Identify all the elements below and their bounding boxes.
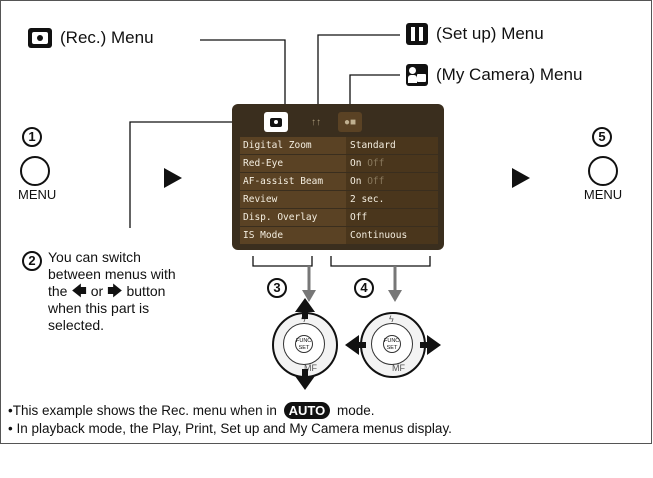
rec-camera-icon [28, 28, 52, 48]
rec-menu-label: (Rec.) Menu [28, 28, 154, 48]
menu-row[interactable]: IS Mode Continuous [240, 227, 438, 244]
diagram-frame [0, 0, 652, 444]
step-1-number: 1 [22, 127, 42, 147]
step-3-number: 3 [267, 278, 287, 298]
menu-row[interactable]: Red-Eye On Off [240, 155, 438, 172]
setup-tab-icon[interactable]: ↑↑ [311, 116, 321, 128]
step-4-number: 4 [354, 278, 374, 298]
menu-button-icon [588, 156, 618, 186]
rec-tab-icon[interactable] [264, 112, 288, 132]
footer-note-1: •This example shows the Rec. menu when i… [8, 402, 375, 419]
menu-button-step1[interactable]: MENU [18, 156, 56, 202]
setup-leader [317, 34, 400, 112]
left-arrow-icon: 🡄 [71, 283, 87, 300]
menu-button-step5[interactable]: MENU [583, 156, 623, 202]
step-2-note: You can switch between menus with the 🡄 … [48, 249, 176, 333]
control-dial-leftright[interactable]: FUNC. SET ϟ MF [360, 312, 426, 378]
footer-note-2: • In playback mode, the Play, Print, Set… [8, 421, 452, 436]
auto-mode-badge: AUTO [283, 402, 331, 419]
leftright-arrows-icon [345, 335, 441, 355]
step-2-number: 2 [22, 251, 42, 271]
mycamera-tab-icon[interactable]: ●■ [338, 112, 362, 132]
bracket-3 [252, 256, 313, 267]
menu-row[interactable]: Digital Zoom Standard [240, 137, 438, 154]
mycamera-leader [349, 74, 400, 112]
func-set-button[interactable]: FUNC. SET [295, 335, 313, 353]
mycamera-menu-label: (My Camera) Menu [406, 64, 582, 86]
setup-menu-label: (Set up) Menu [406, 23, 544, 45]
menu-button-icon [20, 156, 50, 186]
flash-icon: ϟ [389, 314, 394, 324]
setup-tools-icon [406, 23, 428, 45]
menu-row[interactable]: AF-assist Beam On Off [240, 173, 438, 190]
bracket-4 [330, 256, 431, 267]
func-set-button[interactable]: FUNC. SET [383, 335, 401, 353]
updown-arrows-icon [295, 298, 315, 390]
arrow-right-1-icon [164, 168, 182, 188]
step-5-number: 5 [592, 127, 612, 147]
rec-leader [200, 39, 286, 112]
menu-row[interactable]: Review 2 sec. [240, 191, 438, 208]
right-arrow-icon: 🡆 [107, 283, 123, 300]
mycamera-icon [406, 64, 428, 86]
menu-row[interactable]: Disp. Overlay Off [240, 209, 438, 226]
lcd-menu-screen: ↑↑ ●■ Digital Zoom Standard Red-Eye On O… [232, 104, 444, 250]
switch-leader [129, 121, 256, 228]
arrow-right-2-icon [512, 168, 530, 188]
